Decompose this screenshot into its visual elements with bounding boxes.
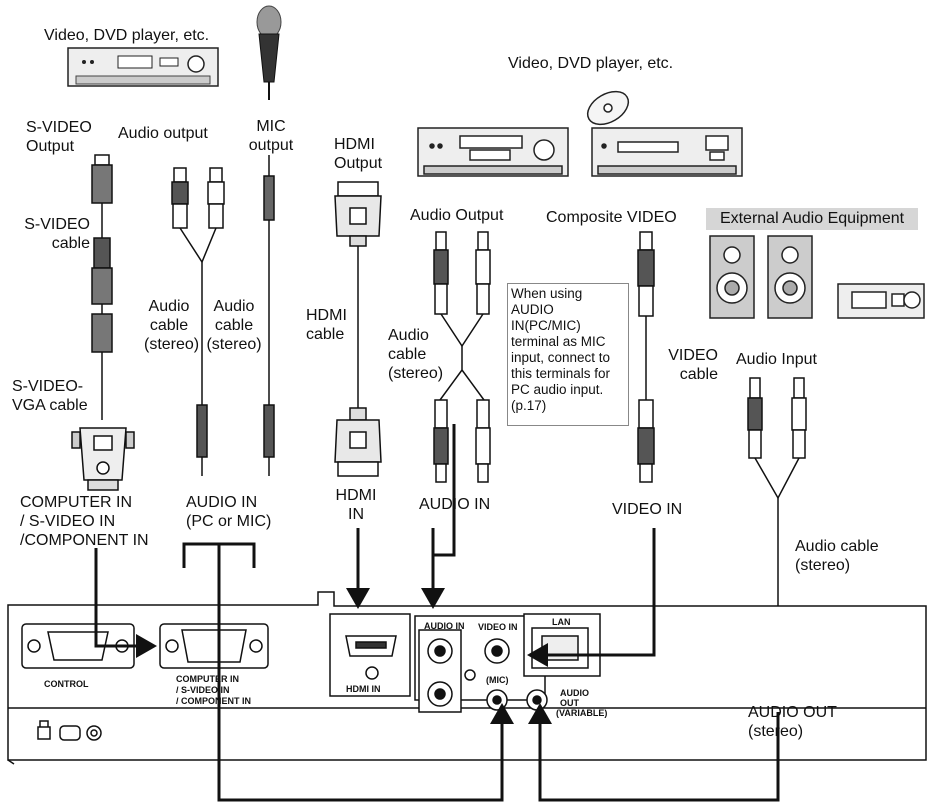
svideo-output-label: S-VIDEO Output [26,119,92,155]
video-cable-label: VIDEO cable [668,347,718,383]
hdmi-output-label: HDMI Output [334,136,383,172]
panel-computer-in-label-2: / S-VIDEO IN [176,685,230,695]
mic-cable [263,155,275,476]
audio-output-left-label: Audio output [118,125,208,142]
hdmi-in-label: HDMI IN [335,487,377,523]
svideo-vga-cable-label: S-VIDEO- VGA cable [12,378,88,414]
panel-video-in-label: VIDEO IN [478,622,518,632]
video-dvd-label-left: Video, DVD player, etc. [44,27,210,44]
panel-audio-in-label: AUDIO IN [424,621,465,631]
external-audio-label: External Audio Equipment [706,208,918,230]
microphone-icon [256,5,282,100]
speaker-right-icon [767,235,813,319]
hdmi-port-icon [329,613,411,697]
audio-out-stereo-label: AUDIO OUT (stereo) [748,704,837,740]
video-dvd-label-right: Video, DVD player, etc. [508,55,674,72]
control-port-icon [21,623,135,669]
composite-video-label: Composite VIDEO [546,209,677,226]
panel-computer-in-label-3: / COMPONENT IN [176,696,252,706]
panel-lan-label: LAN [552,617,571,627]
power-ring-icon [86,725,102,741]
panel-audio-out-label-2: OUT [560,698,579,708]
connection-arrows [94,424,780,802]
audio-cable-stereo-mid-label: Audio cable (stereo) [388,327,444,382]
audio-input-label: Audio Input [736,351,817,368]
audio-cable-stereo-label-2: Audio cable (stereo) [206,298,262,353]
computer-in-label: COMPUTER IN / S-VIDEO IN /COMPONENT IN [20,494,149,549]
security-lock-icon [37,720,51,740]
audio-cable-stereo-label-1: Audio cable (stereo) [144,298,200,353]
computer-in-port-icon [159,623,269,669]
dvd-player-left-icon [67,47,219,87]
panel-control-label: CONTROL [44,679,89,689]
port-slot-icon [59,725,81,741]
audio-cable-stereo-right-label: Audio cable (stereo) [795,538,879,574]
panel-computer-in-label-1: COMPUTER IN [176,674,239,684]
panel-audio-out-label-1: AUDIO [560,688,589,698]
dvd-player-right-2-icon [586,90,743,177]
mic-output-label: MIC output [248,118,294,154]
audio-in-label: AUDIO IN [419,496,491,513]
speaker-left-icon [709,235,755,319]
hdmi-cable-label: HDMI cable [306,307,347,343]
audio-rca-cable-mid [433,231,491,483]
audio-in-pc-mic-label: AUDIO IN (PC or MIC) [186,494,272,530]
hdmi-cable [334,181,382,477]
amplifier-icon [837,283,925,319]
dvd-player-right-1-icon [417,127,569,177]
svideo-cable-label: S-VIDEO cable [24,216,90,252]
mic-note-box: When using AUDIO IN(PC/MIC) terminal as … [507,283,629,426]
panel-audio-out-label-3: (VARIABLE) [556,708,608,718]
panel-mic-label: (MIC) [486,675,509,685]
panel-hdmi-in-label: HDMI IN [346,684,381,694]
audio-output-mid-label: Audio Output [410,207,504,224]
video-in-label: VIDEO IN [612,501,683,518]
composite-video-cable [637,231,655,483]
svideo-cable [71,154,135,491]
audio-rca-cable-left [171,167,225,476]
